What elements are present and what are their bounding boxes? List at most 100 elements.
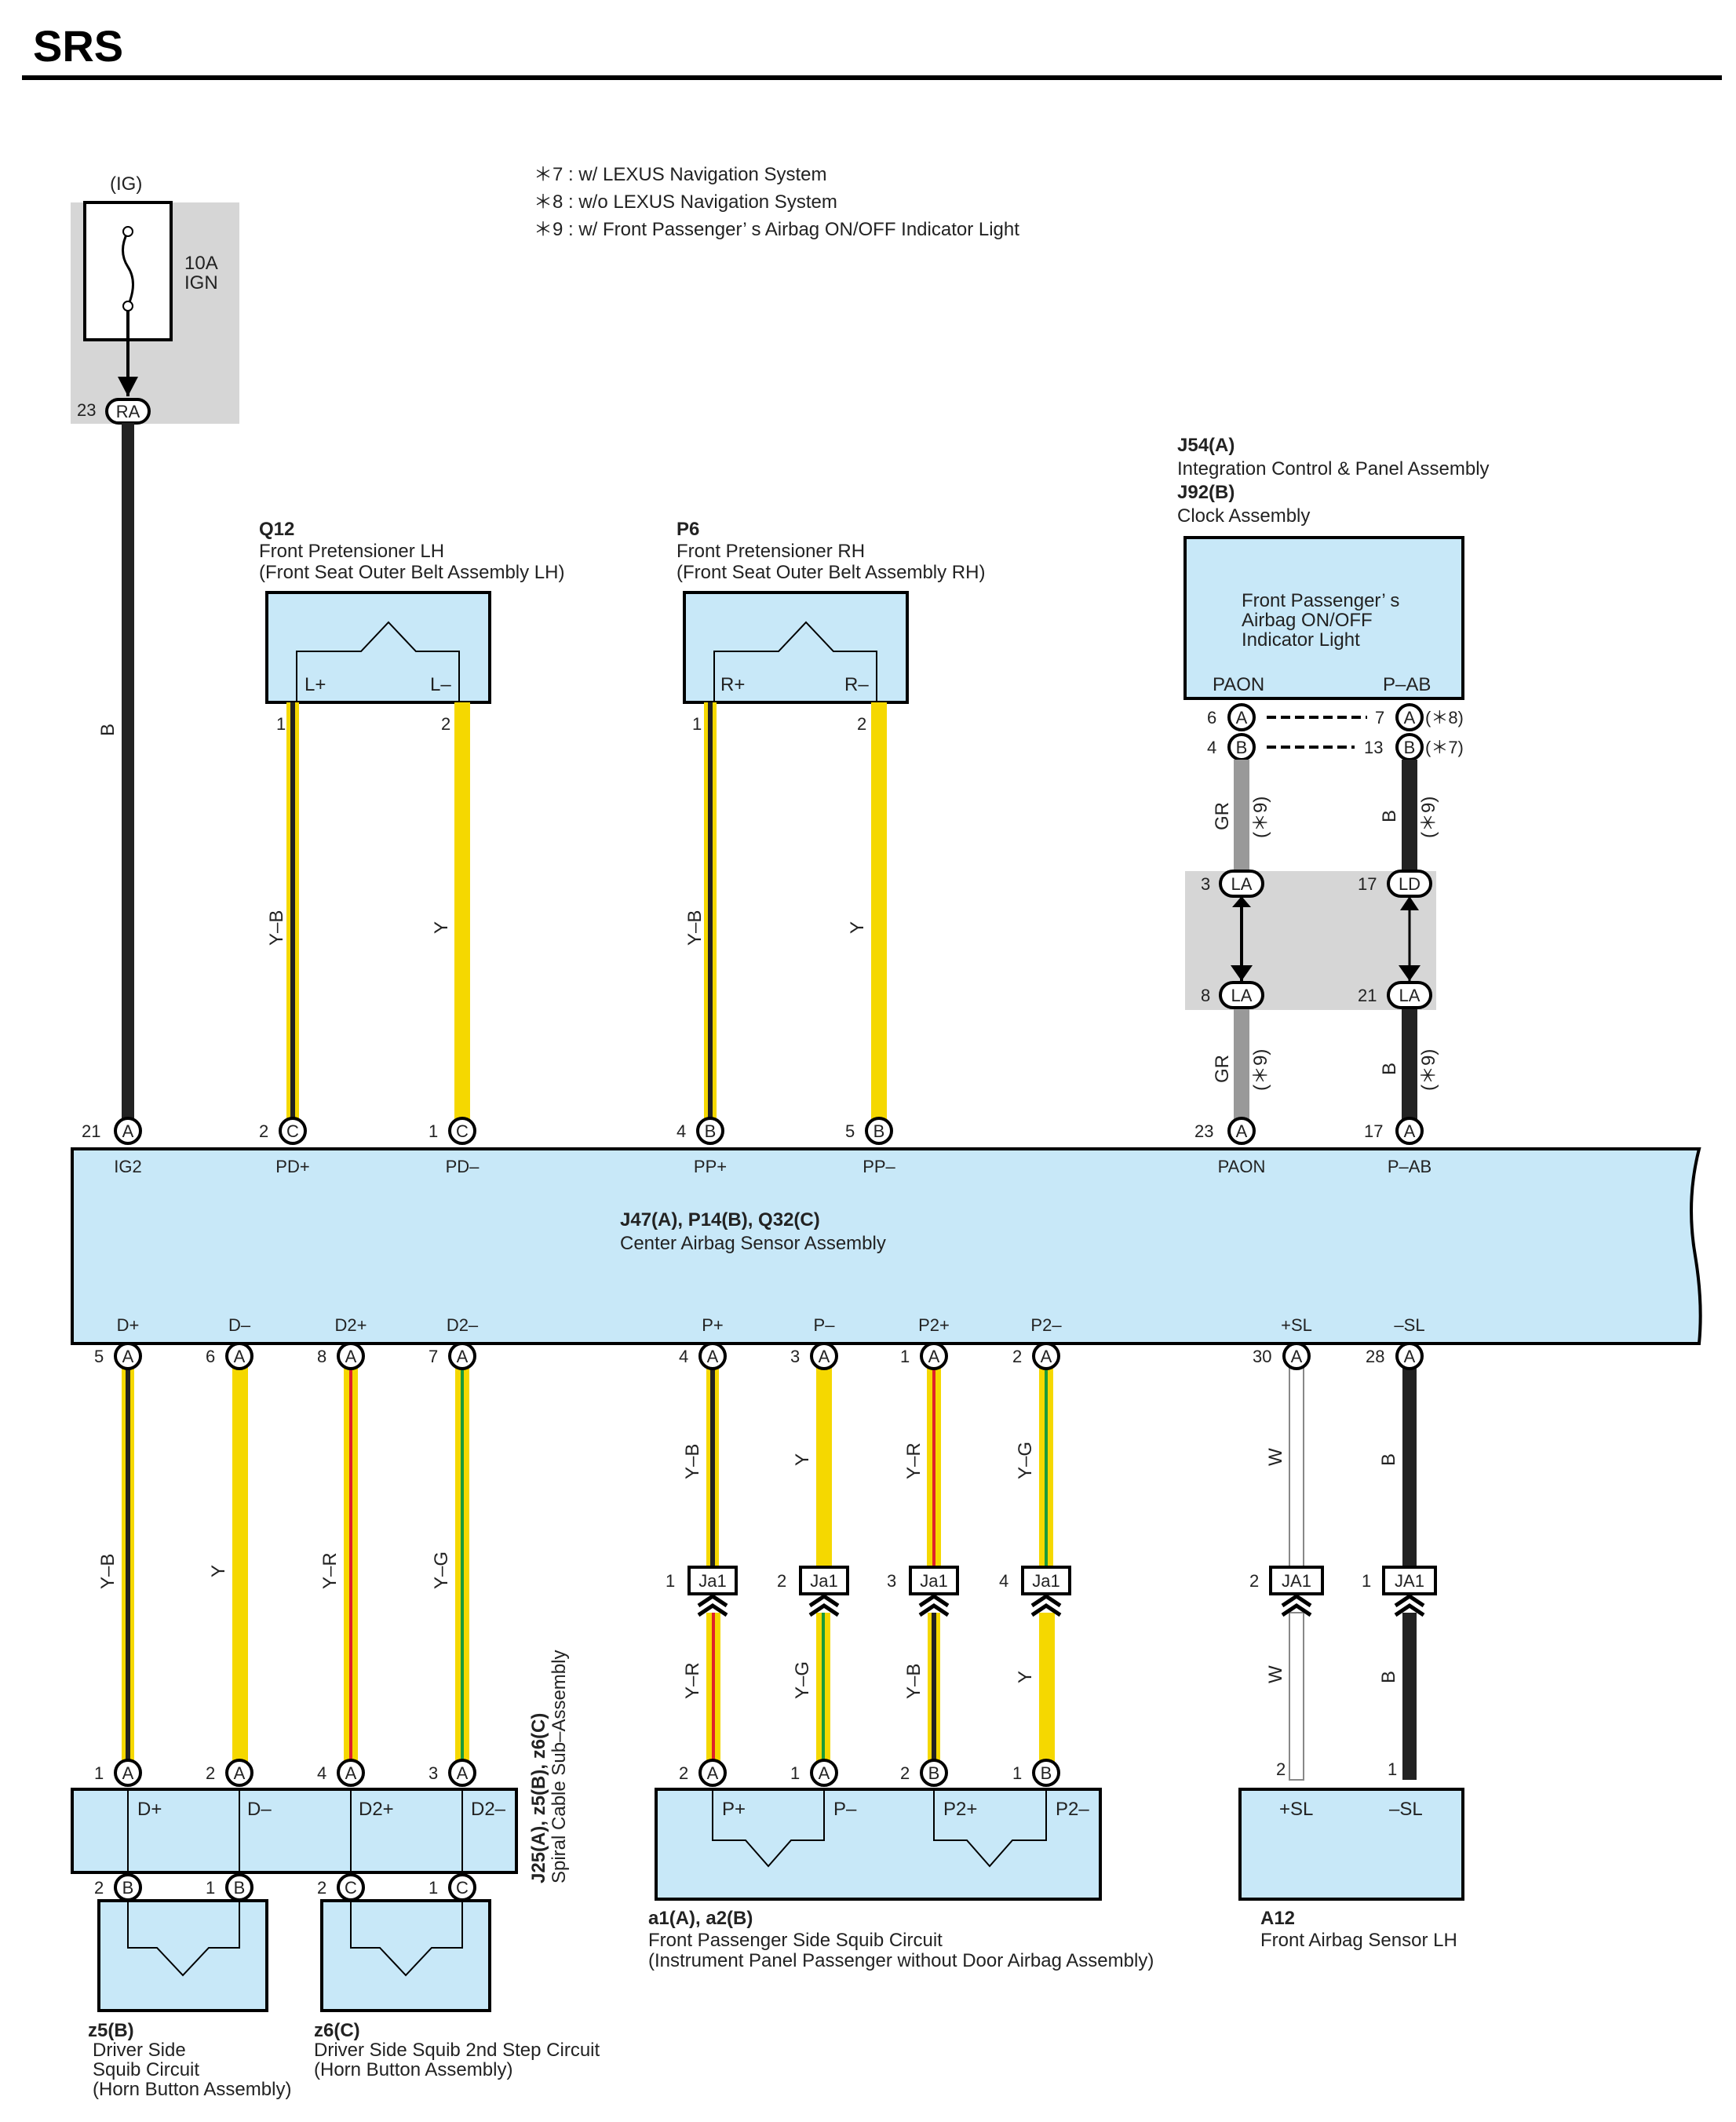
j54-terminals: A B A B 6 4 7 13 (＊8) (＊7) [1207, 703, 1464, 761]
z5-code: z5(B) [88, 2020, 134, 2041]
wire-label: Y [792, 1453, 813, 1466]
pin: 2 [857, 714, 866, 734]
svg-text:2: 2 [206, 1763, 215, 1783]
wire-q12-2 [454, 702, 470, 1131]
wire-ig-b [122, 423, 134, 1131]
wire-b-bot [1402, 995, 1417, 1131]
svg-text:4: 4 [1207, 738, 1216, 757]
q12-box [265, 591, 491, 704]
wire-sl-minus-lower [1402, 1613, 1417, 1780]
a12-t1: +SL [1279, 1799, 1313, 1820]
wire-label: (＊9) [1418, 797, 1439, 838]
q12-t2: L– [430, 674, 451, 695]
pin: 1 [1388, 1759, 1397, 1779]
p6-t1: R+ [720, 674, 745, 695]
wire-label: B [97, 724, 119, 736]
pin: 1 [692, 714, 702, 734]
svg-text:A: A [1041, 1347, 1052, 1366]
svg-text:A: A [707, 1347, 719, 1366]
a1-term: P2– [1056, 1799, 1089, 1820]
svg-text:2: 2 [94, 1878, 104, 1898]
svg-text:A: A [707, 1763, 719, 1783]
svg-text:3: 3 [887, 1571, 896, 1591]
wire-d-minus [232, 1356, 248, 1780]
wire-label: (＊9) [1250, 1049, 1271, 1091]
svg-text:A: A [345, 1347, 357, 1366]
svg-text:2: 2 [259, 1121, 268, 1141]
q12-code: Q12 [259, 519, 294, 540]
center-name: Center Airbag Sensor Assembly [620, 1233, 886, 1254]
z5-name: Squib Circuit [93, 2059, 199, 2080]
svg-text:A: A [234, 1763, 246, 1783]
z6-name: Driver Side Squib 2nd Step Circuit [314, 2040, 600, 2061]
pin: 2 [441, 714, 450, 734]
svg-text:2: 2 [1012, 1347, 1022, 1366]
svg-text:8: 8 [1201, 986, 1210, 1005]
svg-text:C: C [345, 1878, 357, 1898]
svg-text:PP–: PP– [863, 1157, 895, 1176]
q12-sub: (Front Seat Outer Belt Assembly LH) [259, 562, 564, 583]
fuse-rating: 10A [184, 253, 218, 274]
wire-label: GR [1212, 802, 1233, 830]
svg-text:C: C [456, 1121, 469, 1141]
svg-text:Ja1: Ja1 [1032, 1571, 1059, 1591]
svg-text:P–: P– [814, 1315, 836, 1335]
z6-code: z6(C) [314, 2020, 360, 2041]
center-bottom-terminals: A A A A A A A A A A 5 6 8 7 4 3 1 2 30 2… [94, 1342, 1424, 1370]
q12-t1: L+ [305, 674, 326, 695]
svg-text:B: B [928, 1763, 940, 1783]
wire-label: GR [1212, 1055, 1233, 1083]
spiral-term: D+ [137, 1799, 162, 1820]
svg-text:30: 30 [1253, 1347, 1271, 1366]
svg-text:IG2: IG2 [114, 1157, 141, 1176]
p6-box [683, 591, 909, 704]
center-airbag-sensor-box [71, 1147, 1702, 1345]
wire-label: Y–B [266, 910, 287, 946]
wire-label: Y–G [1015, 1442, 1036, 1479]
ja1-connectors: Ja1 Ja1 Ja1 Ja1 JA1 JA1 1 2 3 4 2 1 [666, 1566, 1437, 1617]
svg-text:5: 5 [94, 1347, 104, 1366]
svg-text:1: 1 [206, 1878, 215, 1898]
svg-text:B: B [1404, 738, 1416, 757]
svg-text:6: 6 [206, 1347, 215, 1366]
a1-box [655, 1788, 1102, 1901]
wire-label: Y [847, 921, 868, 934]
svg-text:4: 4 [999, 1571, 1008, 1591]
wire-label: B [1379, 810, 1400, 822]
wire-label: Y–G [792, 1661, 813, 1699]
a1-code: a1(A), a2(B) [648, 1908, 753, 1929]
wire-sl-minus [1402, 1356, 1417, 1568]
svg-text:JA1: JA1 [1395, 1571, 1424, 1591]
svg-text:2: 2 [1249, 1571, 1259, 1591]
svg-text:A: A [1291, 1347, 1303, 1366]
a1-term: P+ [722, 1799, 746, 1820]
svg-text:2: 2 [777, 1571, 786, 1591]
center-top-terminal-names: IG2 PD+ PD– PP+ PP– PAON P–AB [114, 1157, 1431, 1176]
j54-t1: PAON [1213, 674, 1264, 695]
svg-text:A: A [457, 1347, 469, 1366]
wire-label: Y [208, 1565, 229, 1577]
wire-label: W [1265, 1448, 1286, 1466]
svg-text:A: A [819, 1763, 830, 1783]
indicator-label-1: Front Passenger’ s [1242, 590, 1399, 611]
squib-icon [127, 1900, 240, 1977]
svg-text:A: A [457, 1763, 469, 1783]
svg-text:D+: D+ [117, 1315, 140, 1335]
pretensioner-icon [713, 621, 877, 702]
fuse-pin: 23 [77, 400, 96, 420]
svg-text:B: B [122, 1878, 134, 1898]
svg-text:A: A [1404, 1121, 1416, 1141]
q12-name: Front Pretensioner LH [259, 541, 444, 562]
wire-label: Y–R [319, 1552, 341, 1589]
svg-text:C: C [456, 1878, 469, 1898]
svg-text:7: 7 [429, 1347, 438, 1366]
junction-connectors: LA LD LA LA 3 17 8 21 [1201, 870, 1432, 1009]
svg-text:A: A [1236, 1121, 1248, 1141]
svg-text:4: 4 [679, 1347, 688, 1366]
spiral-code: J25(A), z5(B), z6(C) [528, 1713, 549, 1883]
wire-gr-top [1234, 760, 1249, 884]
svg-text:B: B [873, 1121, 885, 1141]
svg-text:(＊8): (＊8) [1425, 708, 1464, 727]
svg-text:PP+: PP+ [694, 1157, 727, 1176]
svg-text:3: 3 [1201, 874, 1210, 894]
